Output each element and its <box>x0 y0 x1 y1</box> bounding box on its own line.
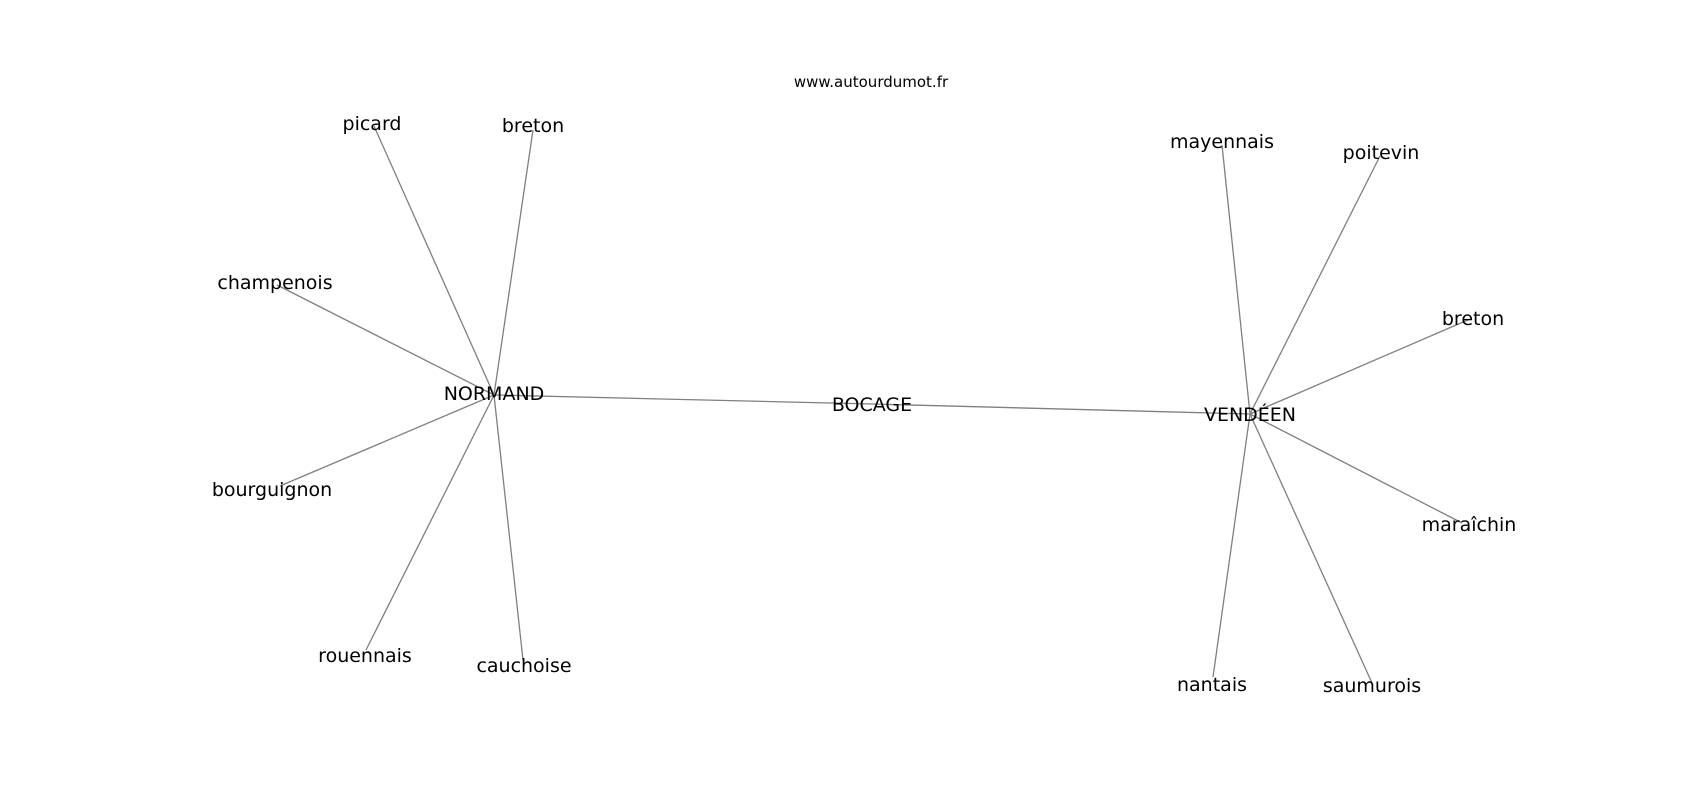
node-vendeen-saumurois: saumurois <box>1323 675 1421 697</box>
node-vendeen-nantais: nantais <box>1177 674 1247 696</box>
node-normand-bourguignon: bourguignon <box>212 479 332 501</box>
node-vendeen-breton: breton <box>1442 308 1504 330</box>
node-normand-picard: picard <box>343 113 402 135</box>
edge-normand-breton <box>493 129 534 396</box>
edge-normand-picard <box>373 125 495 396</box>
node-hub-normand: NORMAND <box>444 383 545 405</box>
edge-vendeen-saumurois <box>1249 413 1373 684</box>
node-normand-breton: breton <box>502 115 564 137</box>
edge-vendeen-breton <box>1249 318 1471 415</box>
edge-normand-rouennais <box>365 394 495 651</box>
edge-vendeen-nantais <box>1212 413 1251 678</box>
node-vendeen-poitevin: poitevin <box>1343 142 1420 164</box>
node-vendeen-mayennais: mayennais <box>1170 131 1274 153</box>
node-normand-rouennais: rouennais <box>318 645 412 667</box>
edge-vendeen-maraichin <box>1249 413 1463 524</box>
node-normand-champenois: champenois <box>217 272 332 294</box>
edge-bocage-vendeen <box>871 403 1251 415</box>
edge-normand-bocage <box>493 394 873 405</box>
edge-vendeen-mayennais <box>1221 144 1251 415</box>
node-hub-vendeen: VENDÉEN <box>1204 403 1296 426</box>
edge-normand-bourguignon <box>279 394 495 487</box>
site-watermark: www.autourdumot.fr <box>794 73 949 91</box>
edge-vendeen-poitevin <box>1249 155 1381 415</box>
node-normand-cauchoise: cauchoise <box>476 655 571 677</box>
edge-normand-champenois <box>276 284 495 396</box>
edge-normand-cauchoise <box>493 394 524 661</box>
node-center-bocage: BOCAGE <box>832 394 912 416</box>
node-vendeen-maraichin: maraîchin <box>1422 514 1517 536</box>
